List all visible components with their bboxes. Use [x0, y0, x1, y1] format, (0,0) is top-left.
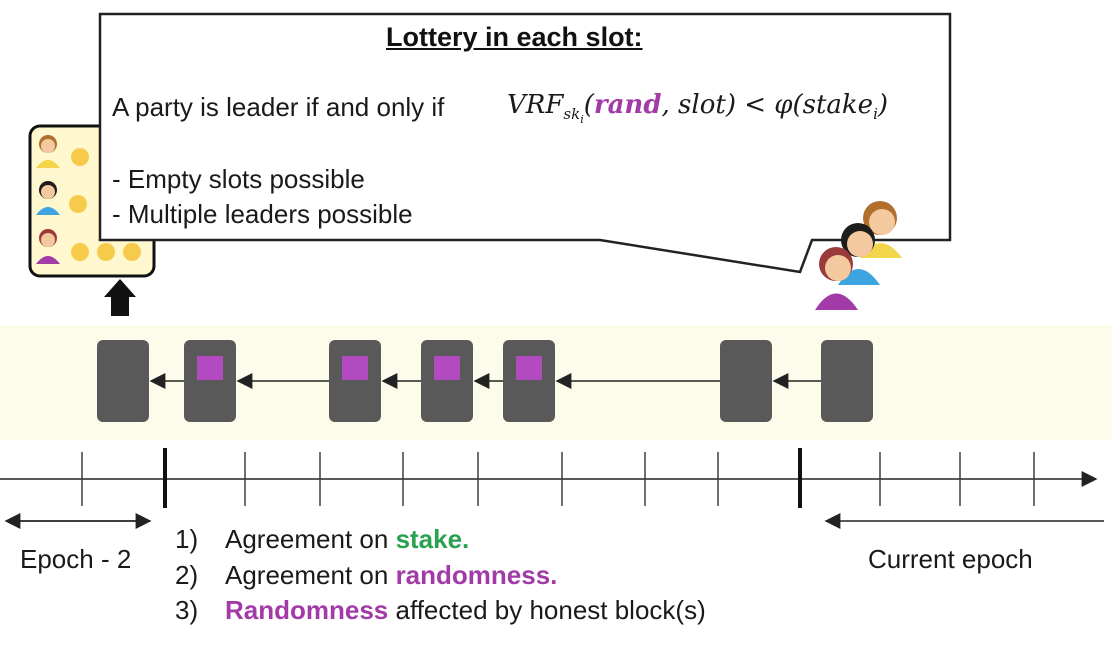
agreement-randomness-highlight: randomness. — [395, 560, 558, 590]
callout-title: Lottery in each slot: — [386, 22, 643, 52]
agreement-text: Agreement on — [225, 524, 396, 554]
agreement-stake-highlight: stake. — [395, 524, 470, 554]
blockchain — [97, 340, 873, 422]
parties-group-icon — [815, 201, 902, 310]
block — [184, 340, 236, 422]
party-blue-icon — [36, 181, 60, 215]
block — [329, 340, 381, 422]
epoch-minus-2-label: Epoch - 2 — [20, 544, 132, 574]
stake-coin — [71, 243, 89, 261]
agreement-item: 1) Agreement on stake. — [175, 524, 469, 555]
bullet-empty-slots: - Empty slots possible — [112, 164, 365, 194]
formula-stake-index: i — [873, 105, 878, 124]
formula-close: ) — [877, 90, 889, 120]
agreement-rest: affected by honest block(s) — [388, 595, 706, 625]
randomness-marker — [197, 356, 223, 380]
formula-open: ( — [583, 90, 594, 120]
stake-coin — [71, 148, 89, 166]
current-epoch-label: Current epoch — [868, 544, 1033, 574]
callout-bubble — [98, 12, 952, 274]
slot-ticks — [81, 452, 1035, 506]
block — [720, 340, 772, 422]
randomness-marker — [434, 356, 460, 380]
formula-rand: rand — [593, 90, 662, 120]
formula-slot: , slot) < φ(stake — [661, 90, 874, 120]
formula-sk: sk — [563, 105, 581, 124]
party-yellow-icon — [36, 135, 60, 168]
formula-vrf: VRF — [507, 90, 564, 120]
block — [421, 340, 473, 422]
stake-coin — [97, 243, 115, 261]
agreement-item: 3) Randomness affected by honest block(s) — [175, 595, 706, 626]
block — [97, 340, 149, 422]
vrf-formula: VRFski(rand, slot) < φ(stakei) — [507, 90, 888, 126]
agreement-randomness-highlight: Randomness — [225, 595, 389, 625]
epoch-highlight-band — [0, 325, 1112, 440]
leader-rule-text: A party is leader if and only if — [112, 92, 445, 122]
agreement-number: 2) — [175, 560, 199, 590]
block — [821, 340, 873, 422]
stake-coin — [123, 243, 141, 261]
randomness-marker — [516, 356, 542, 380]
block — [503, 340, 555, 422]
formula-sk-index: i — [580, 113, 584, 127]
timeline — [0, 448, 1098, 508]
agreement-item: 2) Agreement on randomness. — [175, 560, 557, 591]
agreement-number: 1) — [175, 524, 199, 554]
agreement-number: 3) — [175, 595, 199, 625]
up-arrow-icon — [104, 279, 136, 316]
randomness-marker — [342, 356, 368, 380]
party-purple-icon — [36, 229, 60, 264]
stake-coin — [69, 195, 87, 213]
bullet-multiple-leaders: - Multiple leaders possible — [112, 199, 413, 229]
agreement-text: Agreement on — [225, 560, 396, 590]
